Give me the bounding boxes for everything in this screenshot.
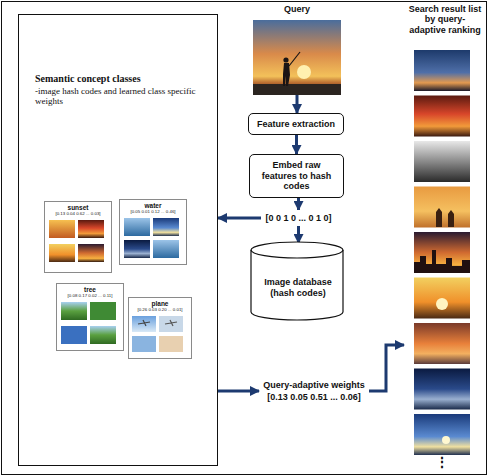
weights-heading: Query-adaptive weights	[263, 380, 365, 390]
flow-arrow	[297, 226, 300, 243]
process-box: Feature extraction	[248, 113, 344, 135]
query-heading: Query	[284, 4, 310, 14]
class-box: tree[0.08 0.17 0.02 ... 0.11]	[56, 283, 124, 351]
database-label: Image database (hash codes)	[257, 277, 339, 299]
class-box: sunset[0.13 0.04 0.62 ... 0.03]	[44, 201, 112, 273]
hash-code: [0 0 1 0 ... 0 1 0]	[261, 210, 336, 226]
flow-arrow	[295, 135, 298, 154]
weights-vector: [0.13 0.05 0.51 ... 0.06]	[267, 392, 361, 402]
class-name: sunset	[68, 204, 89, 211]
result-thumbnails	[414, 50, 470, 455]
flow-arrow	[297, 198, 300, 210]
flow-arrow	[218, 390, 259, 393]
class-name: tree	[84, 286, 96, 293]
query-photo	[253, 20, 341, 95]
panel-note: -image hash codes and learned class spec…	[35, 86, 203, 107]
class-name: plane	[152, 300, 169, 307]
flow-arrow	[218, 217, 261, 220]
database-cylinder: Image database (hash codes)	[251, 243, 345, 321]
query-image: Query	[253, 4, 341, 95]
results-heading: Search result list by query-adaptive ran…	[407, 4, 483, 35]
step-label: Feature extraction	[257, 119, 335, 130]
class-weights: [0.26 0.03 0.20 ... 0.01]	[137, 307, 182, 312]
concept-panel: Semantic concept classes -image hash code…	[18, 14, 218, 466]
step-label: Embed raw features to hash codes	[254, 160, 339, 192]
class-name: water	[145, 202, 162, 209]
result-list: Search result list by query-adaptive ran…	[404, 4, 486, 456]
weight-vector: Query-adaptive weights [0.13 0.05 0.51 ..…	[259, 374, 369, 408]
class-box: water[0.05 0.01 0.12 ... 0.46]	[119, 199, 187, 265]
process-box: Embed raw features to hash codes	[249, 154, 344, 198]
panel-title: Semantic concept classes	[35, 73, 141, 84]
flow-arrow	[296, 95, 299, 113]
class-thumbnails	[49, 218, 183, 352]
class-weights: [0.05 0.01 0.12 ... 0.46]	[130, 209, 175, 214]
hash-code-text: [0 0 1 0 ... 0 1 0]	[265, 213, 331, 223]
class-weights: [0.13 0.04 0.62 ... 0.03]	[55, 211, 100, 216]
continuation-mark: ⋮	[430, 455, 454, 469]
flow-arrow	[369, 345, 404, 391]
class-weights: [0.08 0.17 0.02 ... 0.11]	[68, 293, 113, 298]
class-box: plane[0.26 0.03 0.20 ... 0.01]	[128, 297, 192, 359]
